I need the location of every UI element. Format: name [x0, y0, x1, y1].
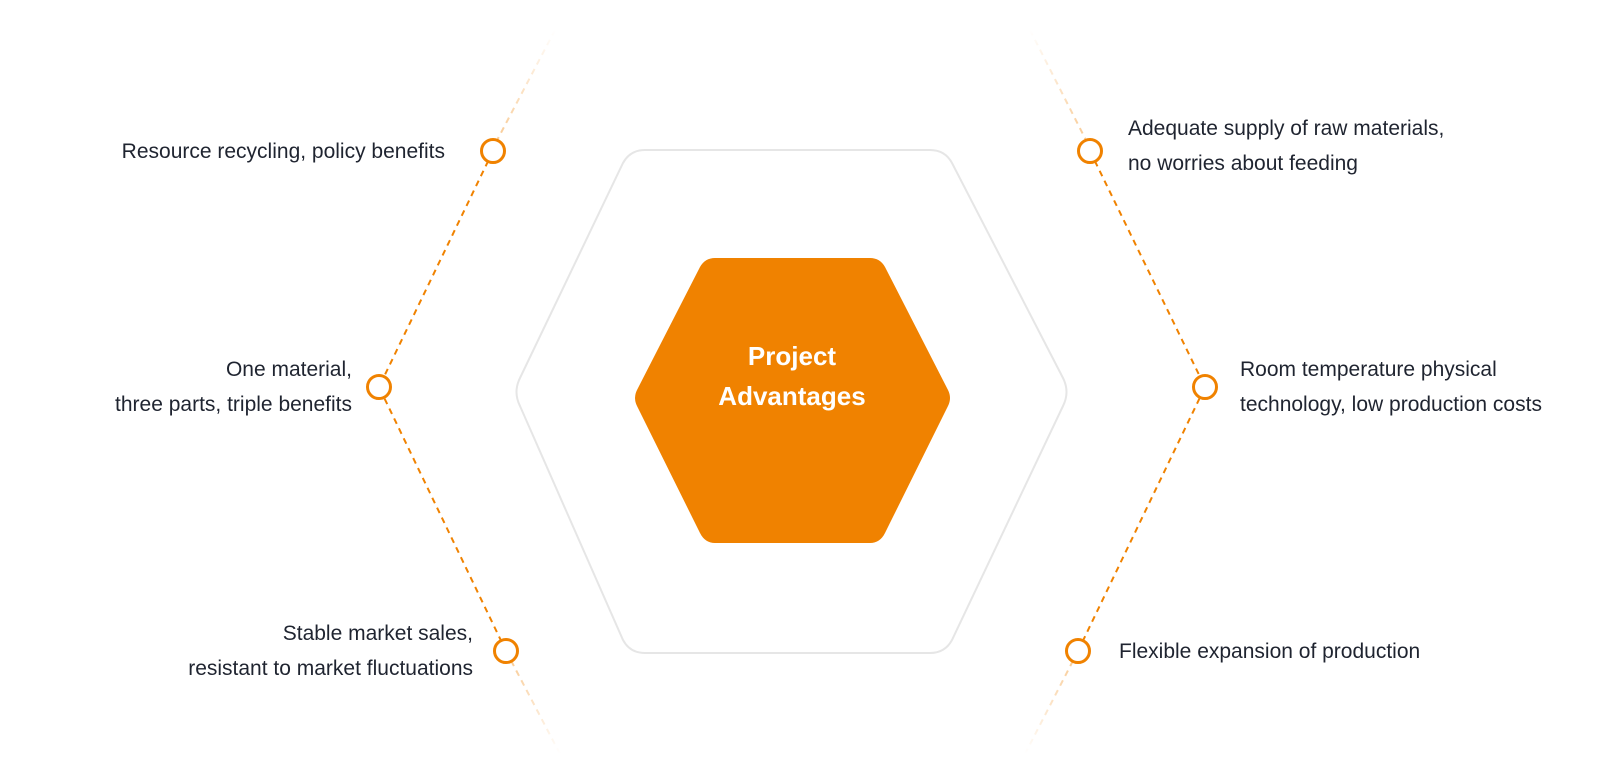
node-circle-left-top: [480, 138, 506, 164]
advantage-text: three parts, triple benefits: [115, 393, 352, 416]
center-title: Project Advantages: [692, 336, 892, 416]
advantage-text: Stable market sales,: [282, 622, 473, 645]
advantage-label-right-bottom: Flexible expansion of production: [1119, 634, 1420, 669]
advantage-label-left-top: Resource recycling, policy benefits: [122, 134, 445, 169]
right-faded-top-line: [1029, 29, 1091, 149]
left-faded-top-line: [492, 29, 556, 149]
advantage-text: resistant to market fluctuations: [188, 657, 473, 680]
advantage-text: Flexible expansion of production: [1119, 640, 1421, 663]
right-faded-bottom-line: [1024, 650, 1079, 755]
advantage-text: Resource recycling, policy benefits: [121, 140, 445, 163]
center-title-line1: Project: [747, 341, 837, 371]
advantage-text: Room temperature physical: [1240, 358, 1497, 381]
left-connector-line: [377, 150, 507, 652]
left-faded-bottom-line: [505, 650, 561, 755]
outer-hexagon-outline: [515, 149, 1068, 654]
advantage-text: no worries about feeding: [1128, 152, 1358, 175]
node-circle-right-bottom: [1065, 638, 1091, 664]
advantage-text: technology, low production costs: [1240, 393, 1542, 416]
advantage-label-left-bottom: Stable market sales, resistant to market…: [188, 616, 473, 686]
node-circle-left-middle: [366, 374, 392, 400]
advantage-label-left-middle: One material, three parts, triple benefi…: [115, 352, 352, 422]
node-circle-left-bottom: [493, 638, 519, 664]
advantage-label-right-top: Adequate supply of raw materials, no wor…: [1128, 111, 1444, 181]
advantage-label-right-middle: Room temperature physical technology, lo…: [1240, 352, 1542, 422]
advantage-text: One material,: [225, 358, 352, 381]
advantage-text: Adequate supply of raw materials,: [1128, 117, 1445, 140]
right-connector-line: [1077, 150, 1207, 652]
node-circle-right-top: [1077, 138, 1103, 164]
node-circle-right-middle: [1192, 374, 1218, 400]
center-hexagon: [635, 258, 950, 543]
center-title-line2: Advantages: [718, 381, 866, 411]
